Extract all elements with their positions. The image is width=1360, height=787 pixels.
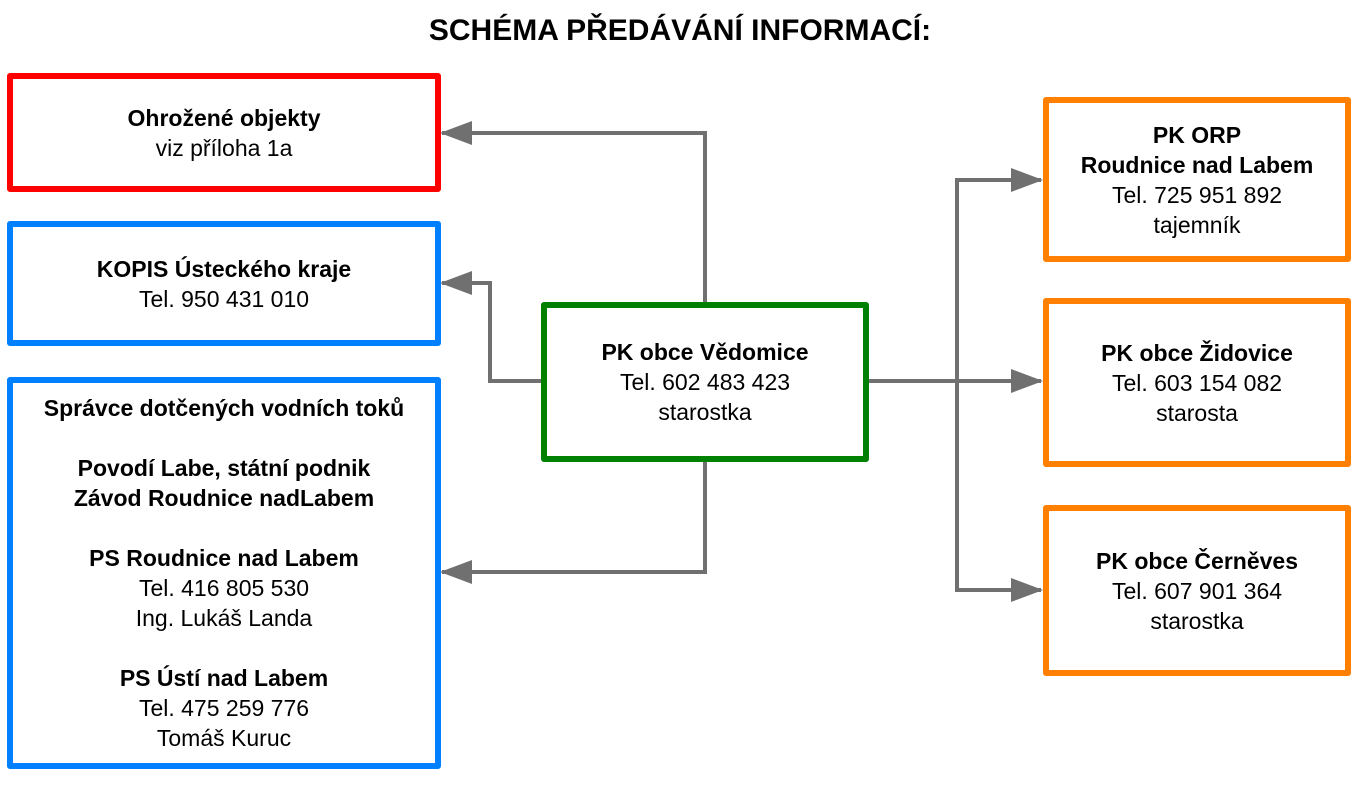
box-title: KOPIS Ústeckého kraje bbox=[96, 255, 352, 282]
box-note: viz příloha 1a bbox=[155, 134, 293, 161]
box-tel: Tel. 603 154 082 bbox=[1111, 369, 1283, 396]
box-role: starostka bbox=[1150, 607, 1244, 634]
box-heading: Správce dotčených vodních toků bbox=[43, 395, 405, 421]
box-title: PK obce Černěves bbox=[1096, 547, 1298, 574]
center-vedomice-box: PK obce Vědomice Tel. 602 483 423 staros… bbox=[541, 302, 869, 462]
ps1-name: PS Roudnice nad Labem bbox=[89, 545, 359, 571]
arrow-to-water-managers bbox=[440, 461, 707, 584]
arrow-to-threatened bbox=[440, 121, 707, 302]
zidovice-box: PK obce Židovice Tel. 603 154 082 staros… bbox=[1043, 298, 1351, 467]
ps1-person: Ing. Lukáš Landa bbox=[135, 605, 313, 631]
arrow-to-kopis bbox=[440, 271, 541, 383]
water-managers-box: Správce dotčených vodních toků Povodí La… bbox=[7, 377, 441, 769]
box-title: PK obce Vědomice bbox=[601, 339, 809, 365]
box-tel: Tel. 607 901 364 bbox=[1111, 577, 1283, 604]
threatened-objects-box: Ohrožené objekty viz příloha 1a bbox=[7, 73, 441, 192]
org-line-2: Závod Roudnice nadLabem bbox=[73, 485, 375, 511]
cerneves-box: PK obce Černěves Tel. 607 901 364 staros… bbox=[1043, 505, 1351, 676]
orp-box: PK ORP Roudnice nad Labem Tel. 725 951 8… bbox=[1043, 97, 1351, 262]
box-tel: Tel. 950 431 010 bbox=[138, 285, 310, 312]
ps2-person: Tomáš Kuruc bbox=[156, 725, 292, 751]
arrow-to-orp bbox=[955, 168, 1043, 381]
arrow-to-cerneves bbox=[955, 381, 1043, 602]
box-role: starosta bbox=[1156, 399, 1238, 426]
org-line-1: Povodí Labe, státní podnik bbox=[77, 455, 371, 481]
box-tel: Tel. 602 483 423 bbox=[619, 369, 791, 395]
box-title-2: Roudnice nad Labem bbox=[1080, 151, 1314, 178]
box-title: Ohrožené objekty bbox=[127, 104, 321, 131]
box-title-1: PK ORP bbox=[1152, 121, 1242, 148]
box-role: starostka bbox=[658, 399, 752, 425]
box-role: tajemník bbox=[1153, 211, 1241, 238]
kopis-box: KOPIS Ústeckého kraje Tel. 950 431 010 bbox=[7, 221, 441, 346]
box-title: PK obce Židovice bbox=[1101, 339, 1293, 366]
ps1-tel: Tel. 416 805 530 bbox=[138, 575, 310, 601]
ps2-name: PS Ústí nad Labem bbox=[119, 665, 329, 691]
ps2-tel: Tel. 475 259 776 bbox=[138, 695, 310, 721]
diagram-title: SCHÉMA PŘEDÁVÁNÍ INFORMACÍ: bbox=[428, 14, 932, 47]
box-tel: Tel. 725 951 892 bbox=[1111, 181, 1283, 208]
